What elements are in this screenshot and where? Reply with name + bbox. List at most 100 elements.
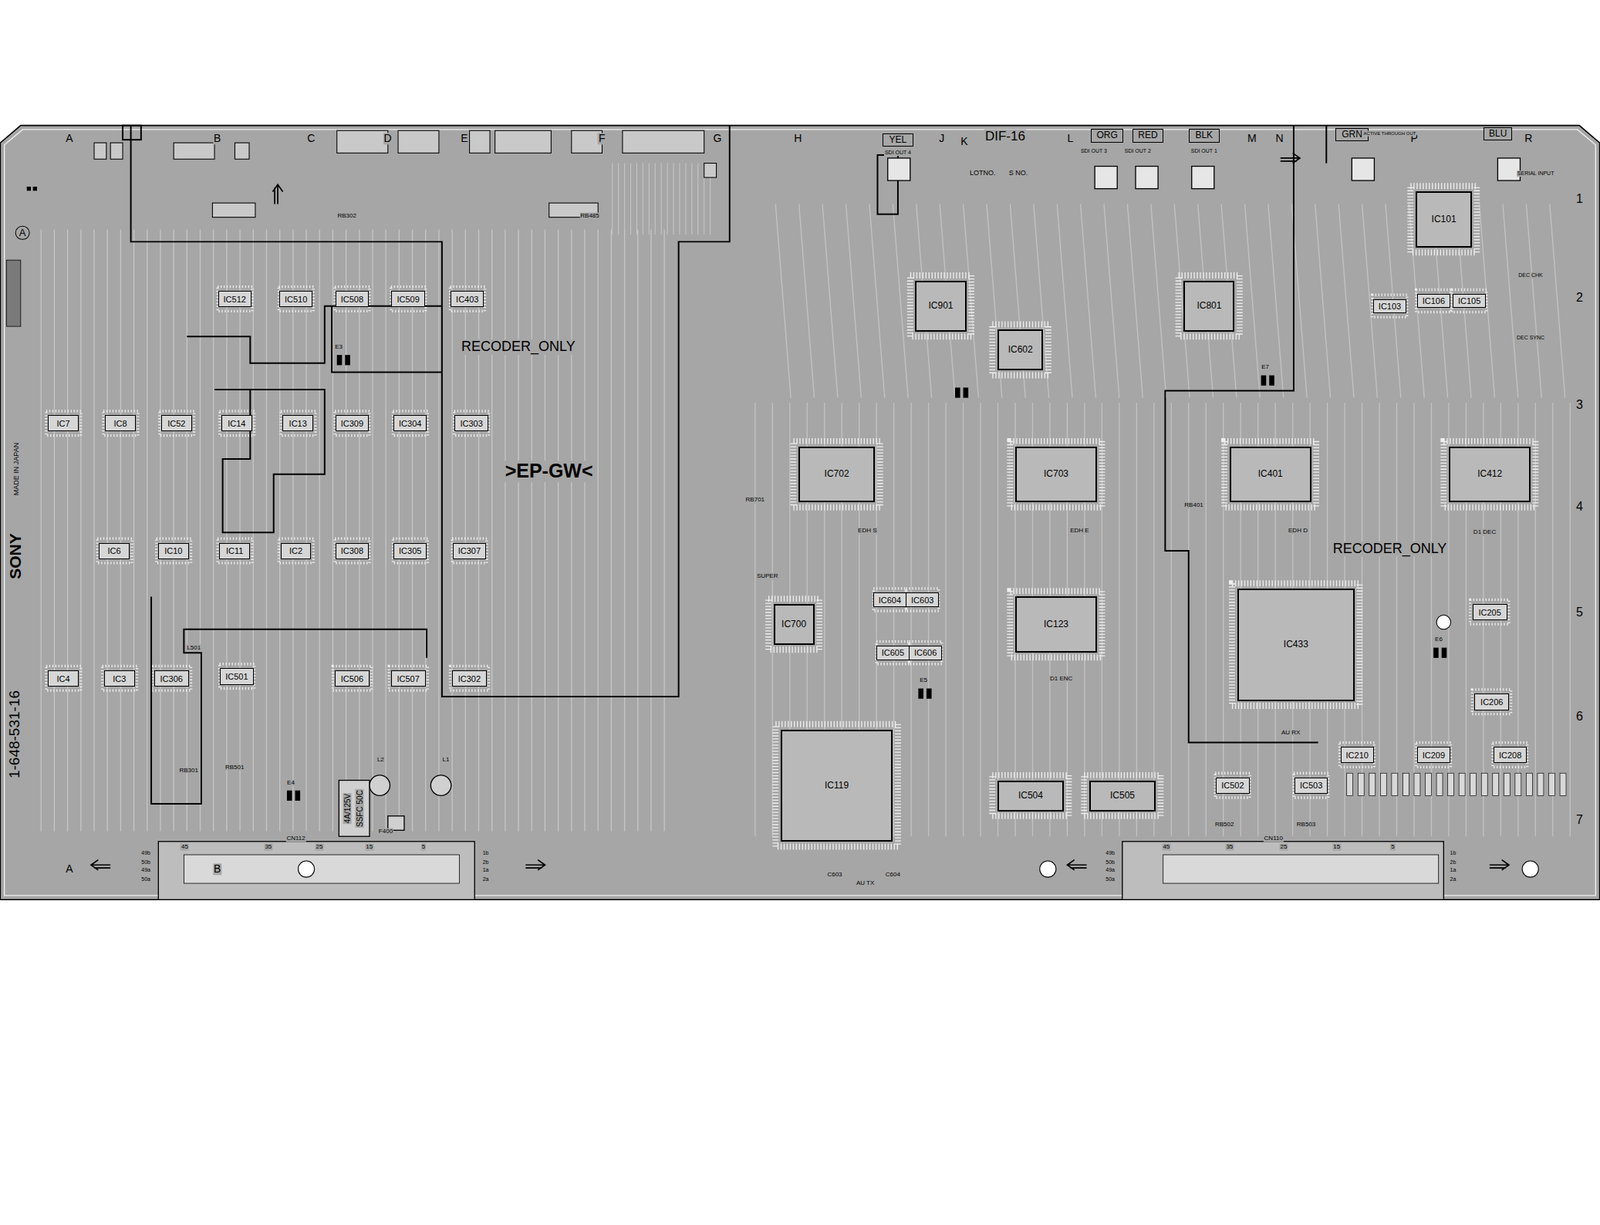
chip-pin-row <box>793 441 880 508</box>
part-label: IC3 <box>112 674 126 684</box>
ic-chip: IC11 <box>219 543 250 560</box>
board-label: 49a <box>140 867 152 874</box>
board-label: RB302 <box>336 212 357 220</box>
board-label: A <box>64 863 74 875</box>
ic-package: IC401 <box>1229 446 1312 503</box>
part-label: IC433 <box>1283 639 1309 650</box>
chip-pin-row <box>97 538 132 564</box>
ic-package: IC505 <box>1089 780 1156 812</box>
filter-part <box>1525 772 1533 796</box>
filter-part <box>1458 772 1465 796</box>
trace-line <box>1171 402 1172 837</box>
board-label: CN112 <box>285 835 306 843</box>
board-label: S NO. <box>1008 169 1030 178</box>
chip-pin-row <box>1471 689 1511 715</box>
board-inner-edge <box>4 129 1597 896</box>
part-label: IC6 <box>108 546 122 556</box>
part-label: IC303 <box>459 418 483 429</box>
board-label: E4 <box>286 779 296 787</box>
trace-line <box>630 163 632 236</box>
board-label: 25 <box>1279 843 1289 851</box>
board-label: B <box>212 863 222 875</box>
part-label: IC606 <box>914 648 937 658</box>
trace-line <box>451 229 453 832</box>
trace-line <box>425 229 426 832</box>
trace-line <box>822 203 838 398</box>
board-label: 50b <box>1104 859 1116 866</box>
trace-line <box>1056 203 1073 398</box>
filter-part <box>1346 772 1354 796</box>
part-label: IC501 <box>225 671 248 682</box>
board-label: 1b <box>1449 850 1458 857</box>
ic-chip: IC206 <box>1474 693 1509 710</box>
part-label: IC401 <box>1258 469 1283 480</box>
board-label: RB485 <box>579 212 600 220</box>
part-label: IC8 <box>114 418 128 429</box>
part-label: IC605 <box>881 648 905 658</box>
part-label: IC503 <box>1299 780 1323 790</box>
part-label: IC306 <box>160 674 183 684</box>
trace-line <box>654 163 656 236</box>
part-label: IC10 <box>164 546 183 556</box>
part-label: IC506 <box>340 674 364 684</box>
part-label: BLK <box>1194 130 1213 141</box>
ic-chip: IC6 <box>98 543 130 560</box>
part-label: IC205 <box>1478 607 1501 618</box>
chip-pin-row <box>992 324 1049 375</box>
part-label: IC602 <box>1008 344 1033 355</box>
trace-line <box>1136 402 1138 837</box>
trace-line <box>775 203 791 398</box>
board-label: D1 DEC <box>1472 529 1497 537</box>
board-label: B <box>212 132 222 145</box>
board-label: 2 <box>1575 290 1584 305</box>
trace-line <box>292 229 294 832</box>
trace-line <box>544 229 546 832</box>
trace-line <box>531 229 533 832</box>
board-label: 5 <box>1575 605 1584 620</box>
board-label: 25 <box>315 843 325 851</box>
board-label: D1 ENC <box>1049 675 1074 682</box>
trace-line <box>597 229 599 832</box>
trace-line <box>673 163 675 236</box>
color-tab: YEL <box>882 133 914 147</box>
trace-line <box>697 163 699 236</box>
trace-line <box>1502 203 1519 398</box>
ic-chip: IC7 <box>47 415 79 432</box>
trace-line <box>212 229 214 832</box>
edge-connector-cn112 <box>158 841 475 900</box>
trace-line <box>305 229 307 832</box>
board-label: A <box>64 132 74 145</box>
ic-chip: IC52 <box>161 415 193 432</box>
trace-line <box>642 163 644 236</box>
part-label: IC101 <box>1431 214 1457 225</box>
chip-pin-row <box>392 411 428 436</box>
trace-line <box>1535 402 1536 837</box>
trace-line <box>1413 402 1415 837</box>
board-label: L <box>1066 132 1075 145</box>
trace-line <box>1080 203 1097 398</box>
board-label: 15 <box>1332 843 1341 851</box>
chip-pin-row <box>392 538 428 564</box>
trace-line <box>1127 203 1143 398</box>
part-label: IC4 <box>56 674 70 684</box>
chip-pin-row <box>46 665 82 691</box>
trace-line <box>570 229 572 832</box>
ic-chip: IC509 <box>391 290 425 308</box>
chip-pin-row <box>151 665 191 691</box>
trace-line <box>997 402 999 837</box>
part-label: IC504 <box>1018 790 1044 801</box>
color-tab: BLK <box>1188 128 1220 142</box>
board-label: E <box>459 132 469 145</box>
chip-pin-row <box>1232 583 1360 706</box>
board-label: D <box>383 132 393 145</box>
trace-line <box>358 229 360 832</box>
board-label: 50b <box>140 859 152 866</box>
filter-part <box>1470 772 1477 796</box>
board-label: RECODER_ONLY <box>1332 541 1449 557</box>
part-label: IC119 <box>824 780 849 791</box>
trace-line <box>910 402 912 837</box>
chip-pin-row <box>278 538 314 564</box>
chip-pin-row <box>1470 599 1509 625</box>
ic-chip: IC603 <box>905 592 939 608</box>
board-label: EDH E <box>1069 526 1090 534</box>
